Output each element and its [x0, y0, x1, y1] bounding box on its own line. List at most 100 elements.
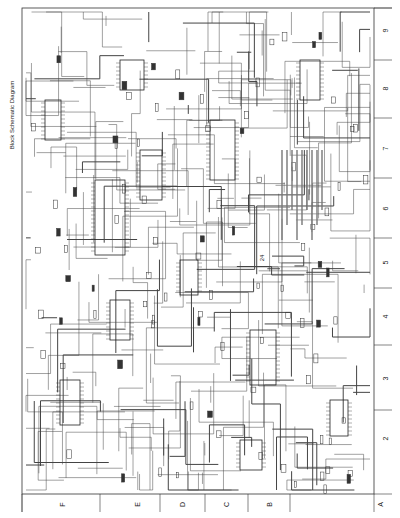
- ic-pin: [80, 411, 84, 412]
- ic-pin: [326, 435, 330, 436]
- ic-pin: [56, 415, 60, 416]
- ic-pin: [56, 423, 60, 424]
- wire: [339, 102, 370, 172]
- ic-pin: [80, 415, 84, 416]
- ic-pin: [206, 159, 210, 160]
- ic-pin: [246, 357, 250, 358]
- wire: [150, 354, 151, 383]
- wire: [239, 34, 279, 35]
- wire: [112, 179, 113, 252]
- ic-pin: [91, 195, 95, 196]
- component-symbol: [329, 438, 331, 445]
- wire: [157, 119, 193, 120]
- component-symbol: [66, 276, 71, 282]
- ic-pin: [91, 211, 95, 212]
- component-symbol: [260, 337, 263, 343]
- ic-pin: [80, 383, 84, 384]
- ic-pin: [348, 419, 352, 420]
- wire: [133, 267, 147, 319]
- wire: [67, 377, 68, 390]
- note-lines: [301, 150, 302, 225]
- component-symbol: [115, 141, 118, 149]
- ic-pin: [246, 365, 250, 366]
- ic-pin: [235, 175, 239, 176]
- ic-pin: [106, 339, 110, 340]
- ic-pin: [91, 207, 95, 208]
- ic-pin: [296, 99, 300, 100]
- wire: [161, 233, 216, 307]
- ic-pin: [198, 279, 202, 280]
- wire: [212, 91, 240, 107]
- component-symbol: [217, 200, 221, 208]
- ic-pin: [320, 67, 324, 68]
- wire: [294, 77, 317, 147]
- ic-pin: [235, 147, 239, 148]
- ic-pin: [320, 71, 324, 72]
- ic-pin: [162, 193, 166, 194]
- ic-pin: [106, 335, 110, 336]
- ic-pin: [326, 415, 330, 416]
- ic-pin: [276, 377, 280, 378]
- wire: [175, 293, 248, 329]
- component-symbol: [324, 485, 326, 493]
- component-symbol: [190, 402, 193, 410]
- ic-pin: [91, 227, 95, 228]
- wire: [306, 272, 370, 273]
- component-symbol: [152, 63, 156, 70]
- ic-pin: [235, 143, 239, 144]
- ic-pin: [235, 171, 239, 172]
- wire: [249, 400, 250, 437]
- ic-pin: [246, 333, 250, 334]
- component-symbol: [313, 42, 316, 48]
- ic-pin: [125, 215, 129, 216]
- wire: [128, 139, 176, 149]
- ic-pin: [246, 341, 250, 342]
- ic-pin: [276, 337, 280, 338]
- component-symbol: [122, 81, 127, 89]
- wire: [26, 46, 59, 115]
- wire: [82, 162, 120, 173]
- ic-pin: [320, 63, 324, 64]
- ic-pin: [91, 199, 95, 200]
- wire: [26, 428, 50, 429]
- ic-pin: [206, 179, 210, 180]
- ic-pin: [61, 135, 65, 136]
- component-symbol: [57, 56, 61, 63]
- wire: [103, 403, 104, 449]
- ic-pin: [326, 427, 330, 428]
- wire: [342, 22, 370, 68]
- component-symbol: [256, 78, 259, 87]
- ic-pin: [61, 131, 65, 132]
- component-symbol: [245, 111, 249, 118]
- component-symbol: [306, 376, 310, 384]
- wire: [93, 334, 133, 403]
- component-symbol: [281, 285, 284, 292]
- wire: [198, 95, 199, 143]
- wire: [148, 227, 193, 274]
- grid-tick: [290, 494, 291, 512]
- ic-block: [95, 180, 125, 255]
- wire: [38, 431, 64, 480]
- component-symbol: [282, 33, 287, 41]
- wire: [302, 459, 370, 479]
- ic-pin: [116, 71, 120, 72]
- ic-block: [110, 300, 130, 340]
- ic-pin: [80, 419, 84, 420]
- wire: [237, 267, 304, 275]
- wire: [114, 406, 161, 407]
- ic-pin: [41, 111, 45, 112]
- wire: [41, 401, 101, 466]
- ic-pin: [236, 463, 240, 464]
- wire: [137, 472, 138, 490]
- ic-pin: [246, 353, 250, 354]
- grid-reference: B: [265, 501, 272, 508]
- ic-pin: [206, 155, 210, 156]
- component-symbol: [146, 273, 151, 279]
- wire: [65, 178, 158, 204]
- ic-pin: [91, 239, 95, 240]
- wire: [93, 175, 94, 242]
- ic-pin: [246, 337, 250, 338]
- note-lines: [291, 150, 292, 210]
- ic-pin: [125, 247, 129, 248]
- component-symbol: [38, 310, 43, 318]
